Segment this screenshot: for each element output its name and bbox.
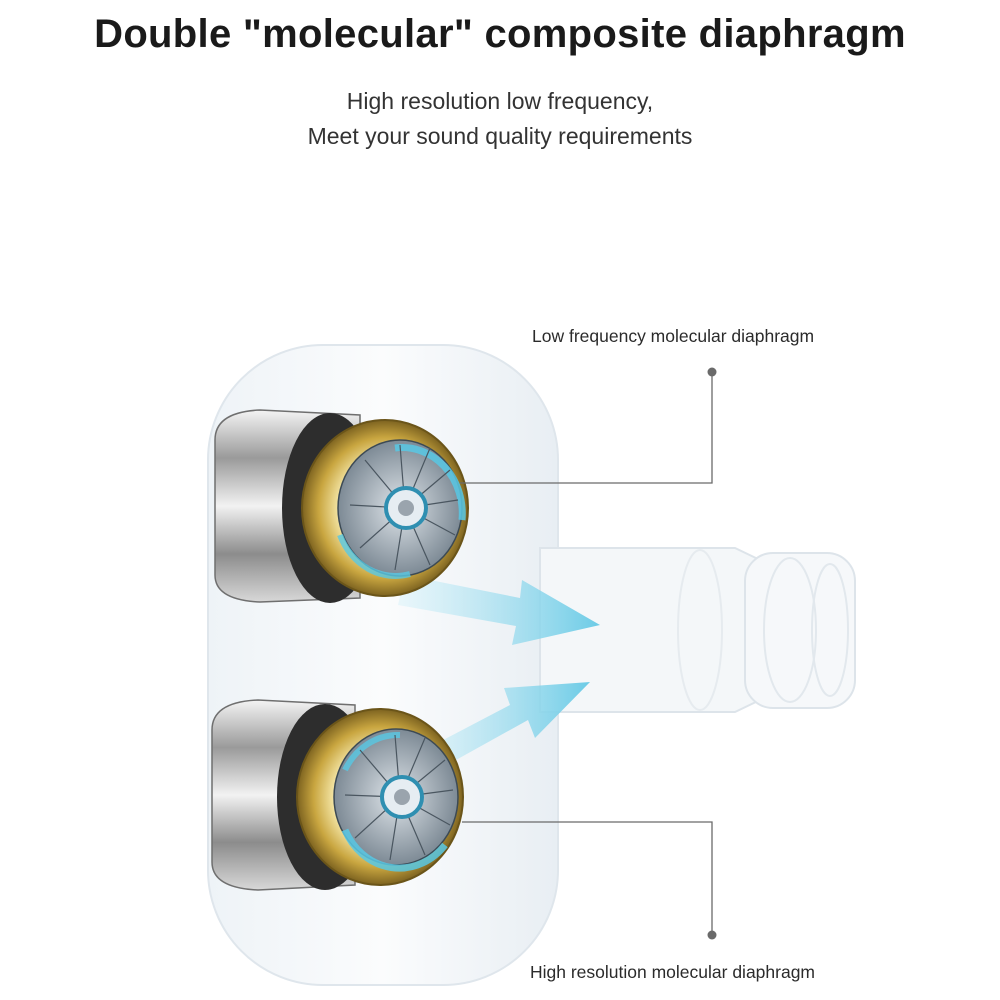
callout-low-frequency: Low frequency molecular diaphragm bbox=[532, 326, 815, 346]
headline: Double "molecular" composite diaphragm bbox=[94, 12, 906, 56]
top-driver-icon bbox=[214, 409, 469, 603]
subtitle-line-1: High resolution low frequency, bbox=[346, 88, 654, 114]
callout-leader-top bbox=[460, 372, 713, 484]
leader-dot-bottom bbox=[707, 930, 717, 940]
leader-dot-top bbox=[707, 367, 717, 377]
subtitle-line-2: Meet your sound quality requirements bbox=[307, 123, 693, 149]
bottom-driver-icon bbox=[211, 699, 464, 891]
callout-high-resolution: High resolution molecular diaphragm bbox=[530, 962, 816, 982]
callout-leader-bottom bbox=[462, 821, 713, 935]
